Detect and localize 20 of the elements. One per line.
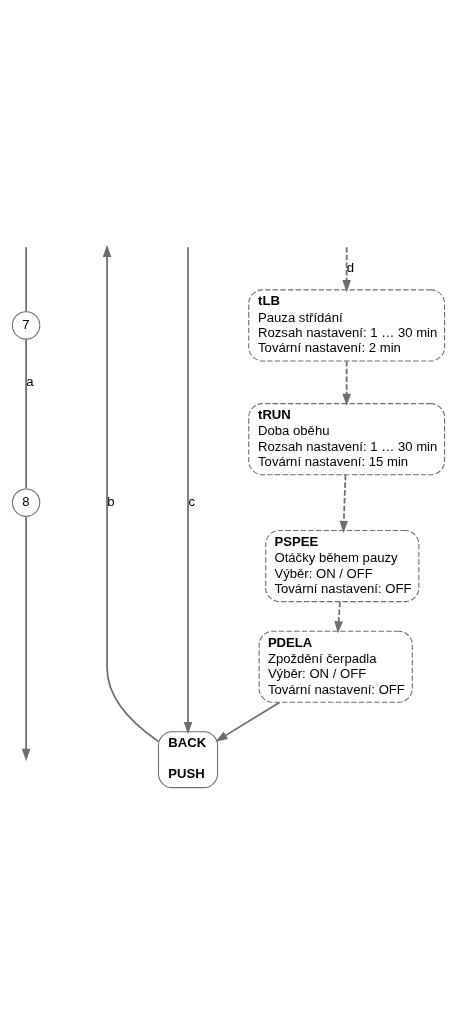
connector	[25, 337, 27, 489]
node-circle: 7	[11, 310, 41, 340]
node-box: tRUN Doba oběhu Rozsah nastavení: 1 … 30 min Tovární nastavení: 15 min	[248, 402, 446, 475]
node-box: PDELA Zpoždění čerpadla Výběr: ON / OFF Tovární nastavení: OFF	[258, 630, 413, 703]
arrow	[183, 245, 193, 734]
edge-label: c	[188, 493, 196, 509]
edge-label: d	[346, 259, 355, 275]
node-box: PSPEE Otáčky během pauzy Výběr: ON / OFF Tovární nastavení: OFF	[265, 529, 420, 602]
node-circle: 8	[11, 487, 41, 517]
node-box: tLB Pauza střídání Rozsah nastavení: 1 … 30 min Tovární nastavení: 2 min	[248, 288, 446, 361]
arrow	[334, 600, 343, 634]
arrow	[21, 514, 31, 761]
arrow	[342, 245, 351, 292]
node-box: BACK PUSH	[157, 730, 219, 788]
arrow	[215, 701, 281, 742]
edge-label: b	[107, 493, 115, 509]
arrow	[339, 473, 349, 533]
arrow	[342, 359, 351, 406]
edge-label: a	[26, 373, 34, 389]
connector	[25, 245, 27, 312]
